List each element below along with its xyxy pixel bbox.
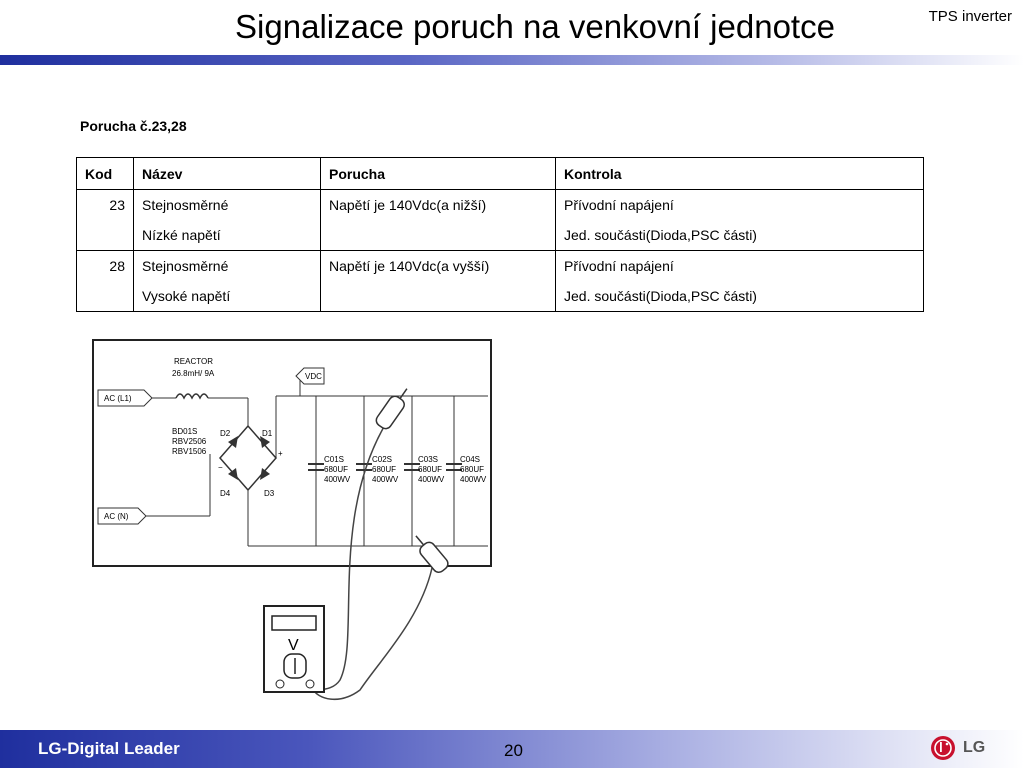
multimeter-icon: V — [263, 605, 325, 693]
bridge-label: BD01S — [172, 427, 197, 436]
diode-d2-label: D2 — [220, 429, 231, 438]
diode-symbol — [228, 468, 238, 480]
diode-symbol — [260, 468, 270, 480]
page-number: 20 — [504, 741, 523, 760]
svg-text:680UF: 680UF — [324, 465, 348, 474]
meter-unit: V — [288, 637, 299, 654]
table-header-row: Kod Název Porucha Kontrola — [76, 157, 924, 190]
circuit-diagram: REACTOR 26.8mH/ 9A AC (L1) AC (N) BD01S … — [92, 339, 492, 567]
probe-negative-icon — [415, 535, 449, 573]
ac-l1-label: AC (L1) — [104, 394, 132, 403]
lg-logo-icon — [931, 736, 955, 760]
svg-text:C04S: C04S — [460, 455, 480, 464]
svg-text:C02S: C02S — [372, 455, 392, 464]
svg-text:680UF: 680UF — [372, 465, 396, 474]
bridge-part: RBV1506 — [172, 447, 207, 456]
cell-line: Přívodní napájení — [564, 258, 674, 274]
header-kod: Kod — [76, 157, 134, 190]
svg-text:400WV: 400WV — [372, 475, 399, 484]
diode-d4-label: D4 — [220, 489, 231, 498]
cell-porucha: Napětí je 140Vdc(a vyšší) — [320, 250, 556, 312]
cell-line: Stejnosměrné — [142, 197, 229, 213]
table-caption: Porucha č.23,28 — [80, 118, 187, 134]
cell-line: Jed. součásti(Dioda,PSC části) — [564, 288, 757, 304]
fault-table: Kod Název Porucha Kontrola 23 Stejnosměr… — [76, 157, 924, 312]
ac-n-terminal — [97, 507, 147, 525]
probe-positive-icon — [375, 388, 408, 430]
bridge-plus: + — [278, 449, 283, 458]
top-gradient-bar — [0, 55, 1024, 65]
header-porucha: Porucha — [320, 157, 556, 190]
capacitor-c01s: C01S 680UF 400WV — [308, 396, 351, 546]
footer-gradient-bar — [0, 730, 1024, 768]
cell-kod: 28 — [76, 250, 134, 312]
ac-n-label: AC (N) — [104, 512, 129, 521]
black-probe-lead — [311, 567, 433, 700]
diode-d1-label: D1 — [262, 429, 273, 438]
header-kontrola: Kontrola — [555, 157, 924, 190]
diode-symbol — [260, 436, 270, 448]
vdc-label: VDC — [305, 372, 322, 381]
cell-line: Vysoké napětí — [142, 288, 231, 304]
svg-text:C03S: C03S — [418, 455, 438, 464]
circuit-frame — [92, 339, 492, 567]
cell-line: Napětí je 140Vdc(a nižší) — [329, 197, 487, 213]
slide-tag: TPS inverter — [928, 8, 1012, 25]
meter-jack — [305, 679, 315, 689]
svg-text:680UF: 680UF — [418, 465, 442, 474]
cell-line: Jed. součásti(Dioda,PSC části) — [564, 227, 757, 243]
bridge-minus: − — [218, 463, 223, 472]
reactor-rating: 26.8mH/ 9A — [172, 369, 215, 378]
svg-text:400WV: 400WV — [460, 475, 487, 484]
svg-text:680UF: 680UF — [460, 465, 484, 474]
reactor-label: REACTOR — [174, 357, 213, 366]
svg-text:400WV: 400WV — [418, 475, 445, 484]
diode-symbol — [228, 436, 238, 448]
footer-brand: LG-Digital Leader — [38, 739, 180, 758]
meter-display — [271, 615, 317, 631]
meter-jack — [275, 679, 285, 689]
vdc-terminal — [295, 367, 325, 385]
ac-l1-terminal — [97, 389, 153, 407]
svg-text:400WV: 400WV — [324, 475, 351, 484]
cell-line: Stejnosměrné — [142, 258, 229, 274]
lg-logo-text: LG — [963, 739, 986, 756]
diode-d3-label: D3 — [264, 489, 275, 498]
svg-text:C01S: C01S — [324, 455, 344, 464]
cell-line: Přívodní napájení — [564, 197, 674, 213]
cell-line: Nízké napětí — [142, 227, 221, 243]
bridge-part: RBV2506 — [172, 437, 207, 446]
capacitor-c02s: C02S 680UF 400WV — [356, 396, 399, 546]
inductor-coil — [175, 393, 209, 400]
capacitor-c03s: C03S 680UF 400WV — [404, 396, 445, 546]
capacitor-c04s: C04S 680UF 400WV — [446, 396, 487, 546]
slide-title: Signalizace poruch na venkovní jednotce — [235, 8, 835, 45]
cell-kod: 23 — [76, 189, 134, 251]
cell-line: Napětí je 140Vdc(a vyšší) — [329, 258, 490, 274]
cell-porucha: Napětí je 140Vdc(a nižší) — [320, 189, 556, 251]
